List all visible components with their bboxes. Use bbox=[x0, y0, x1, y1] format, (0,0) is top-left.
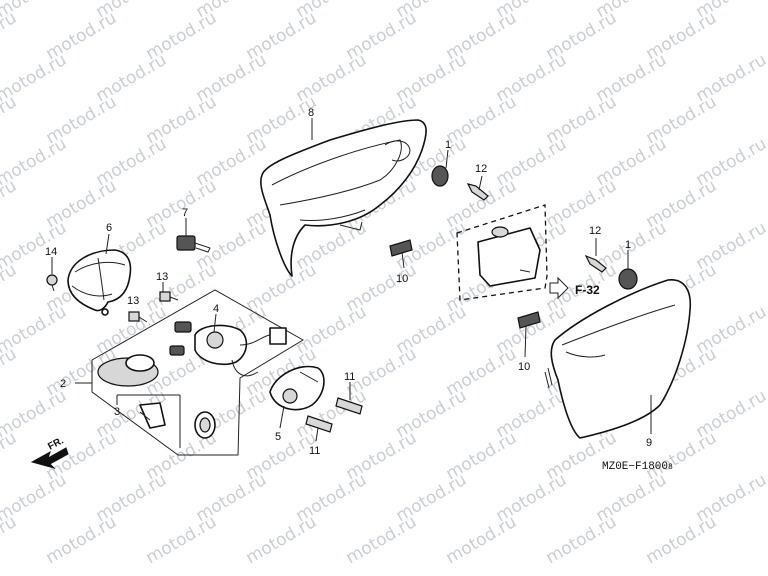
watermark-text: motod.ru bbox=[443, 512, 521, 568]
part-12-clip-b bbox=[584, 254, 607, 273]
part-8-left-side-cover bbox=[260, 119, 427, 277]
part-10-grommet-b bbox=[517, 311, 541, 329]
watermark-text: motod.ru bbox=[0, 8, 20, 64]
watermark-text: motod.ru bbox=[0, 260, 20, 316]
callout-2: 2 bbox=[60, 378, 66, 390]
part-13-bolt-b bbox=[128, 311, 148, 323]
callout-3: 3 bbox=[114, 406, 120, 418]
part-13-bolt-a bbox=[159, 291, 179, 302]
watermark-text: motod.ru bbox=[0, 512, 20, 568]
ref-arrow-icon bbox=[549, 276, 569, 300]
callout-12-b: 12 bbox=[589, 225, 601, 237]
ref-label: F-32 bbox=[575, 283, 600, 297]
callout-6: 6 bbox=[106, 222, 112, 234]
callout-8: 8 bbox=[308, 107, 314, 119]
watermark-text: motod.ru bbox=[0, 92, 20, 148]
callout-11-b: 11 bbox=[309, 445, 320, 457]
part-14-screw bbox=[46, 274, 58, 292]
callout-13-b: 13 bbox=[127, 295, 139, 307]
part-4-ignition-switch bbox=[169, 321, 287, 377]
leader-lines bbox=[51, 118, 652, 442]
callout-12-a: 12 bbox=[475, 163, 487, 175]
part-9-right-side-cover bbox=[544, 279, 692, 439]
watermark-text: motod.ru bbox=[0, 176, 20, 232]
part-1-rubber-b bbox=[618, 268, 638, 290]
callout-7: 7 bbox=[182, 207, 188, 219]
watermark-text: motod.ru bbox=[243, 512, 321, 568]
watermark-text: motod.ru bbox=[0, 428, 20, 484]
callout-14: 14 bbox=[45, 246, 57, 258]
watermark-text: motod.ru bbox=[43, 512, 121, 568]
part-5-lock-body bbox=[269, 365, 325, 411]
reservoir-tank bbox=[477, 226, 541, 287]
callout-10-b: 10 bbox=[518, 361, 530, 373]
diagram-code: MZ0E−F18008 bbox=[602, 461, 673, 473]
watermark-text: motod.ru bbox=[343, 512, 421, 568]
callout-1-a: 1 bbox=[445, 139, 451, 151]
part-11-pin-b bbox=[305, 415, 333, 433]
callout-10-a: 10 bbox=[396, 273, 408, 285]
reference-box bbox=[456, 204, 548, 301]
part-2-3-lock-set bbox=[97, 354, 216, 448]
callout-1-b: 1 bbox=[625, 239, 631, 251]
callout-9: 9 bbox=[646, 437, 652, 449]
callout-11-a: 11 bbox=[344, 371, 355, 383]
part-10-grommet-a bbox=[389, 239, 413, 257]
watermark-text: motod.ru bbox=[643, 512, 721, 568]
callout-5: 5 bbox=[275, 431, 281, 443]
watermark-text: motod.ru bbox=[543, 512, 621, 568]
part-12-clip-a bbox=[466, 183, 489, 201]
group-2-outline bbox=[91, 289, 304, 456]
watermark-text: motod.ru bbox=[0, 344, 20, 400]
part-11-pin-a bbox=[335, 397, 363, 415]
part-6-cover bbox=[67, 249, 132, 316]
diagram-code-suffix: 8 bbox=[668, 463, 673, 472]
callout-labels: 8 1 12 12 1 6 7 14 13 13 4 10 10 2 3 11 … bbox=[45, 107, 652, 457]
callout-4: 4 bbox=[213, 303, 219, 315]
watermark-text: motod.ru bbox=[143, 512, 221, 568]
direction-arrow-icon bbox=[30, 447, 69, 469]
part-1-rubber-a bbox=[431, 165, 449, 187]
diagram-code-main: MZ0E−F1800 bbox=[602, 461, 668, 473]
callout-13-a: 13 bbox=[156, 271, 168, 283]
